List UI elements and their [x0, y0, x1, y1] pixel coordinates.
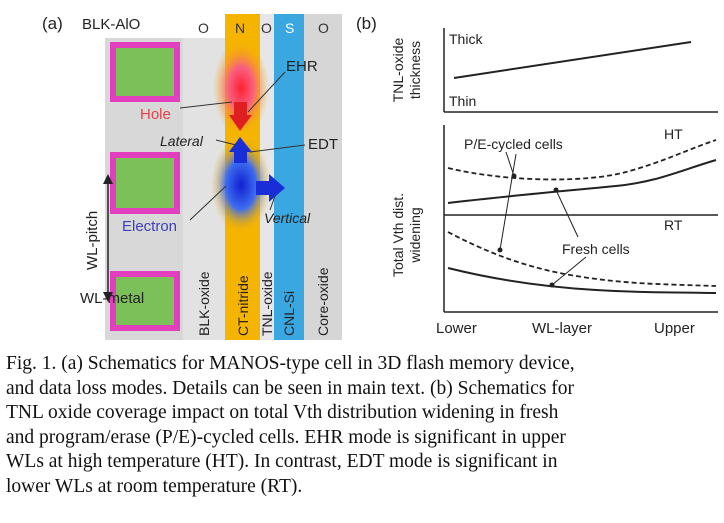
fresh-leader-ht	[555, 189, 579, 238]
blk-alo-label: BLK-AlO	[82, 16, 140, 33]
hole-label: Hole	[140, 106, 171, 123]
ht-fresh-curve	[447, 159, 717, 204]
layer-letter-s: S	[285, 20, 294, 36]
caption-line-5: WLs at high temperature (HT). In contras…	[6, 451, 558, 473]
lateral-label: Lateral	[160, 133, 204, 149]
tnl-ylabel-line2: thickness	[407, 41, 423, 99]
marker-ht-pe	[511, 173, 517, 179]
electron-leader-line	[189, 185, 227, 221]
layer-letter-n: N	[235, 20, 245, 36]
caption-line-1: Fig. 1. (a) Schematics for MANOS-type ce…	[6, 353, 575, 374]
x-label-lower: Lower	[436, 320, 477, 337]
ehr-leader-line	[247, 71, 286, 113]
layer-letter-o3: O	[318, 20, 329, 36]
caption-line-2: and data loss modes. Details can be seen…	[6, 377, 575, 399]
layer-letter-o1: O	[198, 20, 209, 36]
marker-rt-fresh	[549, 282, 555, 288]
lateral-leader-line	[215, 139, 237, 146]
electron-cloud	[211, 137, 271, 233]
x-label-wl-layer: WL-layer	[532, 320, 592, 337]
panel-a-label: (a)	[42, 14, 63, 33]
wl-metal-mid-core	[116, 158, 174, 208]
thick-label: Thick	[449, 31, 483, 47]
panel-b-schematic: (b) TNL-oxide thickness Thick Thin Total…	[356, 14, 718, 337]
fresh-cells-label: Fresh cells	[562, 241, 630, 257]
electron-label: Electron	[122, 218, 177, 235]
figure-caption: Fig. 1. (a) Schematics for MANOS-type ce…	[6, 352, 718, 500]
ht-label: HT	[664, 126, 683, 142]
electron-lateral-arrow-head	[229, 137, 252, 152]
vertical-leader-line	[269, 195, 276, 211]
vertical-label: Vertical	[264, 210, 311, 226]
ct-nitride-label: CT-nitride	[235, 275, 251, 336]
electron-vertical-arrow-head	[269, 174, 285, 202]
ehr-label: EHR	[286, 58, 318, 75]
caption-line-6: lower WLs at room temperature (RT).	[6, 475, 303, 497]
hole-arrow-head	[229, 115, 252, 131]
pe-cycled-leader-rt	[499, 153, 517, 251]
hole-cloud	[213, 40, 269, 136]
rt-label: RT	[664, 217, 683, 233]
layer-letter-o2: O	[261, 20, 272, 36]
tnl-oxide-label: TNL-oxide	[259, 271, 275, 336]
wl-pitch-label: WL-pitch	[84, 211, 101, 270]
electron-vertical-arrow-shaft	[256, 181, 270, 195]
pe-cycled-label: P/E-cycled cells	[464, 136, 563, 152]
tnl-ylabel-line1: TNL-oxide	[390, 38, 406, 103]
thin-label: Thin	[449, 93, 476, 109]
hole-leader-line	[179, 101, 233, 109]
electron-lateral-arrow-shaft	[234, 151, 247, 163]
panel-b-label: (b)	[356, 14, 377, 33]
cnl-si-label: CNL-Si	[281, 291, 297, 336]
hole-arrow-shaft	[234, 102, 247, 116]
ht-pe-cycled-curve	[447, 139, 717, 181]
core-oxide-label: Core-oxide	[315, 267, 331, 336]
marker-ht-fresh	[553, 187, 559, 193]
rt-fresh-curve	[447, 267, 717, 294]
fresh-leader-rt	[551, 256, 587, 286]
core-oxide-layer	[304, 14, 342, 340]
edt-label: EDT	[308, 136, 338, 153]
wl-pitch-arrow-bottom	[103, 292, 113, 302]
blk-oxide-label: BLK-oxide	[196, 271, 212, 336]
wl-pitch-arrow-top	[103, 174, 113, 184]
wl-metal-label: WL-metal	[80, 290, 144, 307]
cnl-si-layer	[274, 14, 304, 340]
tnl-thickness-line	[453, 41, 692, 79]
caption-line-3: TNL oxide coverage impact on total Vth d…	[6, 402, 559, 424]
x-label-upper: Upper	[654, 320, 695, 337]
panel-a-schematic: (a) BLK-AlO O N O S O EHR Hole Lateral E…	[42, 14, 342, 340]
wl-metal-top-core	[116, 48, 174, 96]
edt-leader-line	[249, 144, 306, 153]
marker-rt-pe	[497, 247, 503, 253]
caption-line-4: and program/erase (P/E)-cycled cells. EH…	[6, 426, 566, 448]
vth-ylabel-line2: widening	[407, 207, 423, 263]
vth-ylabel-line1: Total Vth dist.	[390, 193, 406, 277]
rt-pe-cycled-curve	[447, 231, 717, 287]
wl-metal-bottom-core	[116, 277, 174, 325]
